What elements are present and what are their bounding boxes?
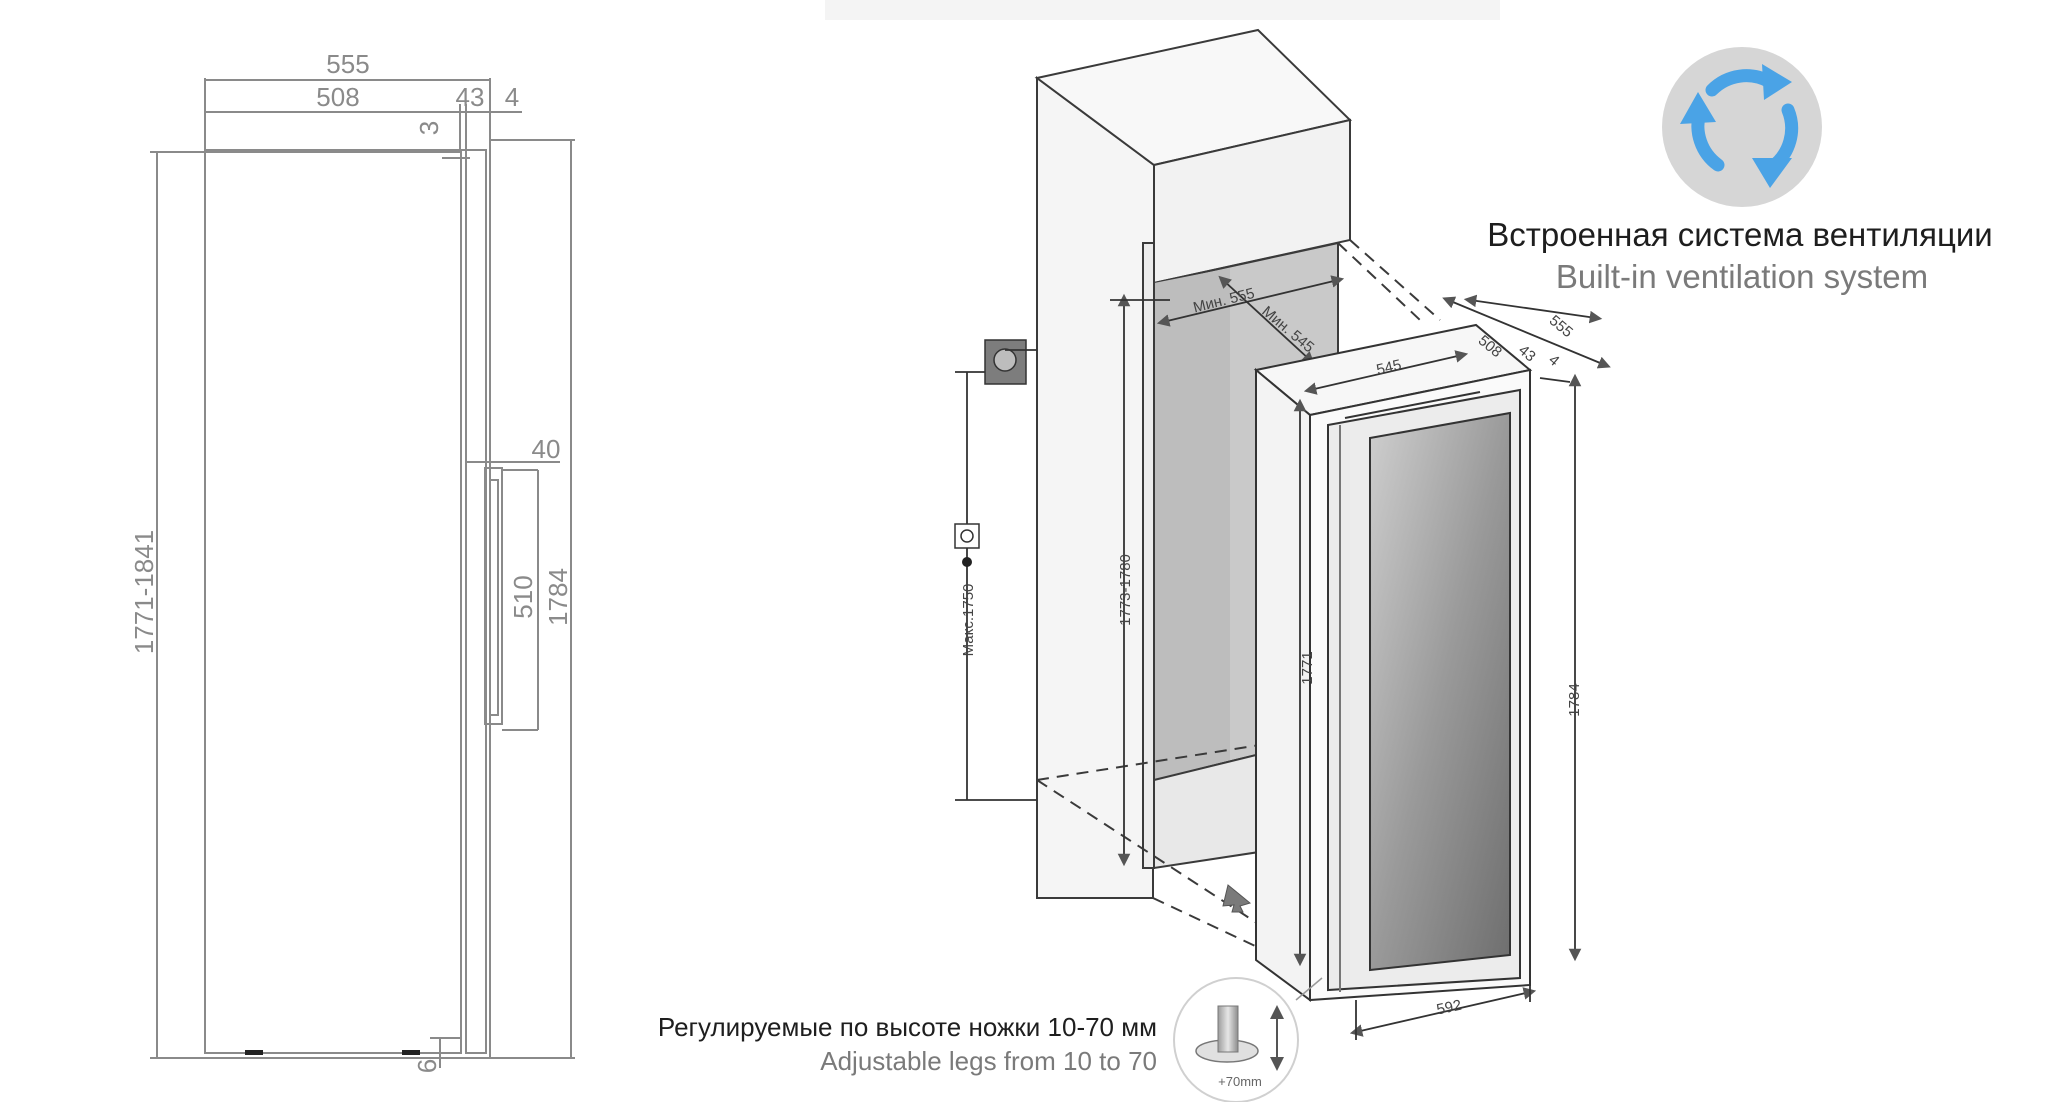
- legs-title-ru: Регулируемые по высоте ножки 10-70 мм: [658, 1012, 1157, 1042]
- ventilation-title-ru: Встроенная система вентиляции: [1487, 216, 1992, 253]
- unit-side-545: 545: [1375, 357, 1403, 379]
- unit-front-592: 592: [1435, 997, 1463, 1019]
- unit-height-1771: 1771: [1299, 651, 1316, 684]
- dim-3: 3: [414, 121, 444, 135]
- ventilation-title-en: Built-in ventilation system: [1556, 258, 1928, 295]
- plug-cord-icon: [962, 557, 972, 567]
- cabinet-niche: [1034, 28, 1353, 899]
- unit-dims: [1293, 294, 1611, 1040]
- socket-face: [993, 348, 1017, 372]
- plug-icon: [954, 523, 980, 549]
- niche-height-value: 1773-1780: [1117, 554, 1134, 626]
- leg-icon: [1217, 1005, 1239, 1053]
- left-foot: [245, 1050, 263, 1055]
- wine-fridge-unit: [1253, 323, 1533, 1002]
- plug-icon-face: [960, 529, 974, 543]
- socket-max-height: Макс.1750: [960, 584, 977, 657]
- niche-width-dim: [1156, 275, 1345, 365]
- vent-arrowhead-3: [1680, 92, 1716, 124]
- dim-1771-1841: 1771-1841: [129, 530, 159, 654]
- top-fade-bar: [825, 0, 1500, 20]
- unit-height-1784: 1784: [1566, 683, 1583, 716]
- unit-handle-4: 4: [1545, 351, 1562, 369]
- dim-510: 510: [508, 575, 538, 618]
- dim-555: 555: [326, 49, 369, 79]
- legs-badge-label: +70mm: [1218, 1074, 1262, 1089]
- legs-badge-leader: [1295, 977, 1323, 1001]
- dim-40: 40: [532, 434, 561, 464]
- side-elevation-drawing: [150, 78, 575, 1068]
- vent-arrowhead-2: [1752, 158, 1792, 188]
- dim-1784: 1784: [543, 568, 573, 626]
- legs-title-en: Adjustable legs from 10 to 70: [820, 1046, 1157, 1076]
- dim-4: 4: [505, 82, 519, 112]
- vent-arrowhead-1: [1762, 64, 1792, 100]
- right-foot: [402, 1050, 420, 1055]
- dim-508: 508: [316, 82, 359, 112]
- dim-6: 6: [412, 1059, 442, 1073]
- unit-depth-555: 555: [1546, 312, 1576, 341]
- dim-43: 43: [456, 82, 485, 112]
- socket-height-dim: [955, 349, 1037, 801]
- insert-arrow: [1222, 884, 1252, 913]
